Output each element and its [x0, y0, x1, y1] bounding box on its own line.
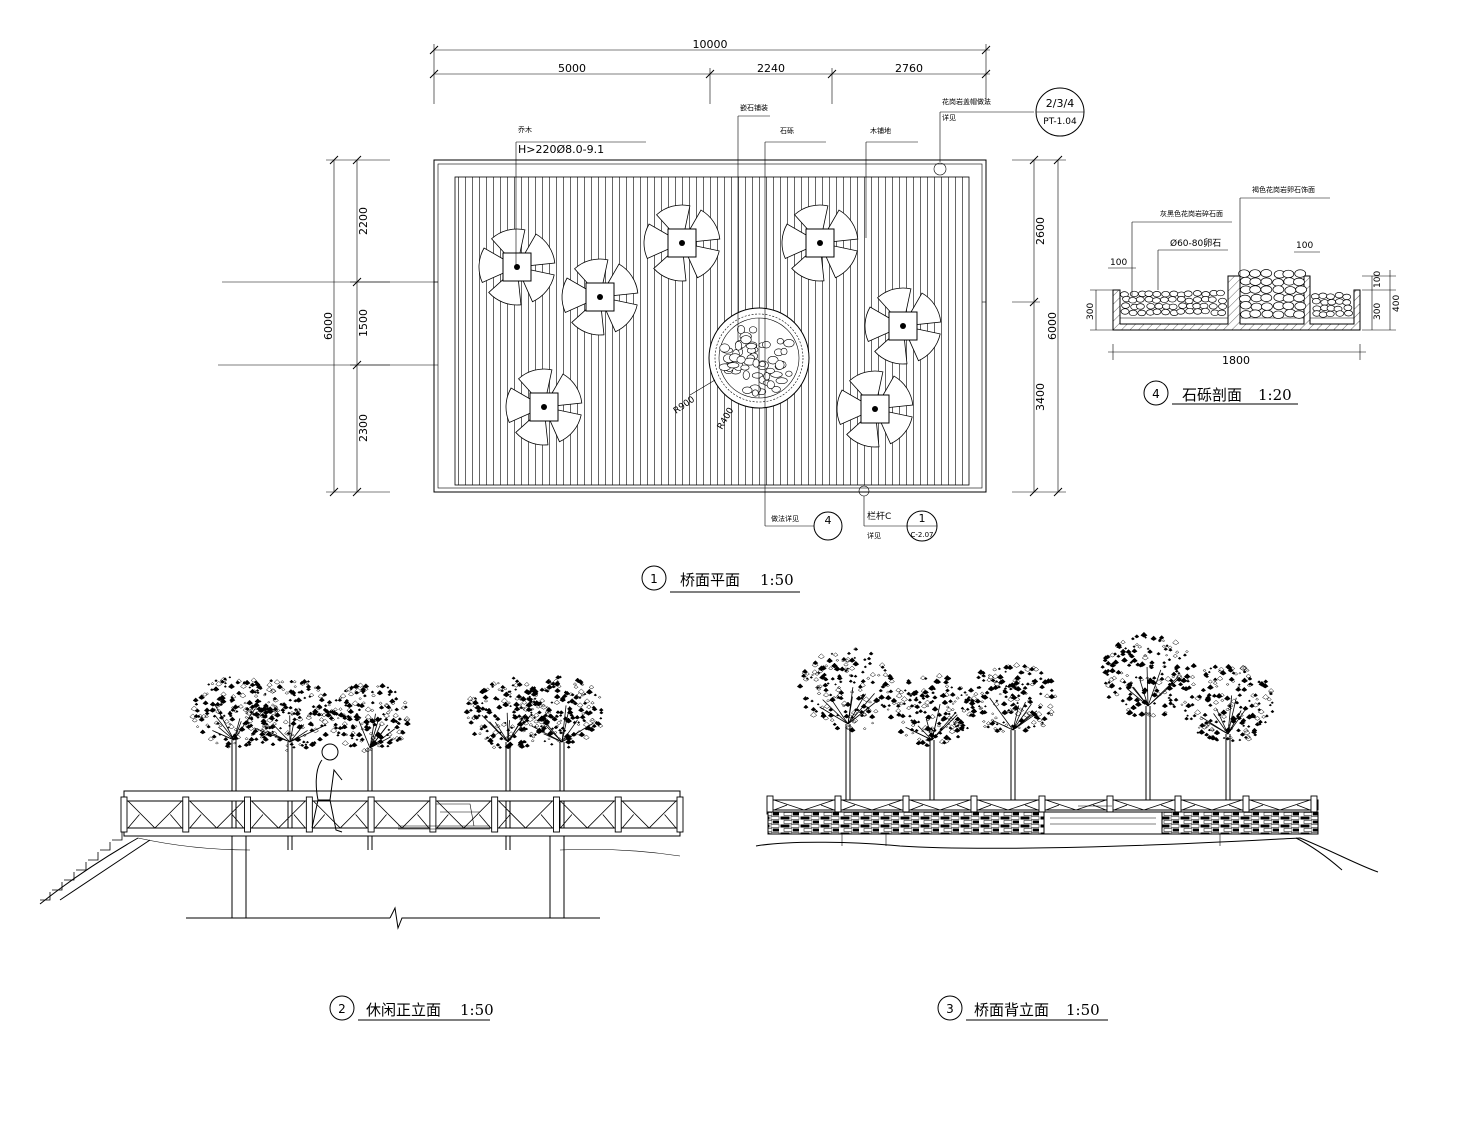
label-stone-setting: 嵌石铺装: [740, 103, 768, 112]
label-railing-see: 详见: [867, 531, 881, 540]
section-dim-width: 1800: [1222, 354, 1250, 367]
dim-left-seg1: 2200: [357, 207, 370, 235]
dim-right-seg1: 2600: [1034, 217, 1047, 245]
label-timber-deck: 木铺地: [870, 126, 891, 135]
label-tree: 乔木: [518, 125, 532, 134]
dim-seg1: 5000: [558, 62, 586, 75]
label-planter-detail: 花岗岩盖帽做法: [942, 97, 991, 106]
section-title-text: 石砾剖面: [1182, 386, 1242, 404]
label-method-see: 做法详见: [771, 514, 799, 523]
plan-title-number: 1: [650, 572, 658, 586]
section-dim-300-left: 300: [1086, 303, 1096, 320]
ref-top-number: 2/3/4: [1046, 97, 1074, 110]
dim-left-overall: 6000: [322, 312, 335, 340]
back-elevation-trees: [796, 631, 1275, 810]
label-tree-spec: H>220Ø8.0-9.1: [518, 143, 604, 156]
tree-elevation: [967, 662, 1058, 810]
plan-title-scale: 1:50: [760, 571, 794, 589]
tree-elevation: [887, 672, 977, 810]
dim-right-overall: 6000: [1046, 312, 1059, 340]
back-elevation: 3 桥面背立面 1:50: [755, 631, 1379, 1021]
tree-pit: [864, 287, 942, 365]
plan-title: 1 桥面平面 1:50: [641, 565, 800, 593]
back-title-number: 3: [946, 1002, 954, 1016]
tree-elevation: [189, 676, 278, 830]
tree-elevation: [1182, 663, 1275, 810]
section-dim-100-c: 100: [1373, 271, 1383, 288]
section-pebble-spec: Ø60-80卵石: [1170, 238, 1221, 249]
section-dim-300-right: 300: [1373, 303, 1383, 320]
ref-railing-number: 1: [919, 512, 926, 525]
dim-right-seg2: 3400: [1034, 383, 1047, 411]
section-note-right: 褐色花岗岩卵石饰面: [1252, 185, 1315, 194]
dim-seg3: 2760: [895, 62, 923, 75]
back-title-scale: 1:50: [1066, 1001, 1100, 1019]
section-dim-100-a: 100: [1110, 258, 1127, 268]
plan-left-dimensions: 6000 2200 1500 2300: [218, 155, 438, 497]
tree-elevation: [1100, 631, 1198, 810]
tree-elevation: [796, 647, 898, 810]
dim-left-seg3: 2300: [357, 414, 370, 442]
tree-pit: [836, 370, 914, 448]
plan-title-text: 桥面平面: [680, 571, 740, 589]
plan-top-dimensions: 10000 5000 2240 2760: [429, 38, 991, 104]
section-title-number: 4: [1152, 387, 1160, 401]
label-stone-bed: 石砾: [780, 126, 794, 135]
pebble-circle: R900 R400: [672, 307, 810, 432]
tree-pit: [781, 204, 859, 282]
front-elevation-trees: [189, 674, 604, 850]
tree-elevation: [245, 678, 336, 850]
tree-elevation: [520, 674, 604, 840]
tree-pit: [561, 258, 639, 336]
tree-pit: [643, 204, 721, 282]
ref-top-sheet: PT-1.04: [1043, 117, 1077, 127]
section-title-scale: 1:20: [1258, 386, 1292, 404]
dim-left-seg2: 1500: [357, 309, 370, 337]
plan-annotations: 乔木 H>220Ø8.0-9.1 嵌石铺装 石砾 木铺地 花岗岩盖帽做法 详见 …: [515, 87, 1085, 542]
tree-pit: [478, 228, 556, 306]
tree-pit: [505, 368, 583, 446]
plan-right-dimensions: 2600 3400 6000: [1012, 155, 1066, 497]
front-title-scale: 1:50: [460, 1001, 494, 1019]
stone-bed-section: 灰黑色花岗岩碎石面 褐色花岗岩卵石饰面 Ø60-80卵石 100 100 300…: [1086, 185, 1402, 406]
label-railing: 栏杆C: [867, 510, 891, 522]
ref-method-number: 4: [825, 514, 832, 527]
ref-railing-sheet: C-2.07: [911, 531, 934, 539]
section-dim-400: 400: [1392, 295, 1402, 312]
front-title-number: 2: [338, 1002, 346, 1016]
pedestrian-figure: [311, 743, 343, 833]
front-elevation: 2 休闲正立面 1:50: [39, 674, 684, 1021]
tree-pits: [478, 204, 942, 448]
front-title-text: 休闲正立面: [366, 1001, 441, 1019]
dim-overall-width: 10000: [693, 38, 728, 51]
section-dim-100-b: 100: [1296, 241, 1313, 251]
label-see-top: 详见: [942, 113, 956, 122]
back-title-text: 桥面背立面: [974, 1001, 1049, 1019]
section-note-left: 灰黑色花岗岩碎石面: [1160, 209, 1223, 218]
plan-view: 10000 5000 2240 2760 6000 2200 1500 2300: [218, 38, 1085, 593]
dim-seg2: 2240: [757, 62, 785, 75]
